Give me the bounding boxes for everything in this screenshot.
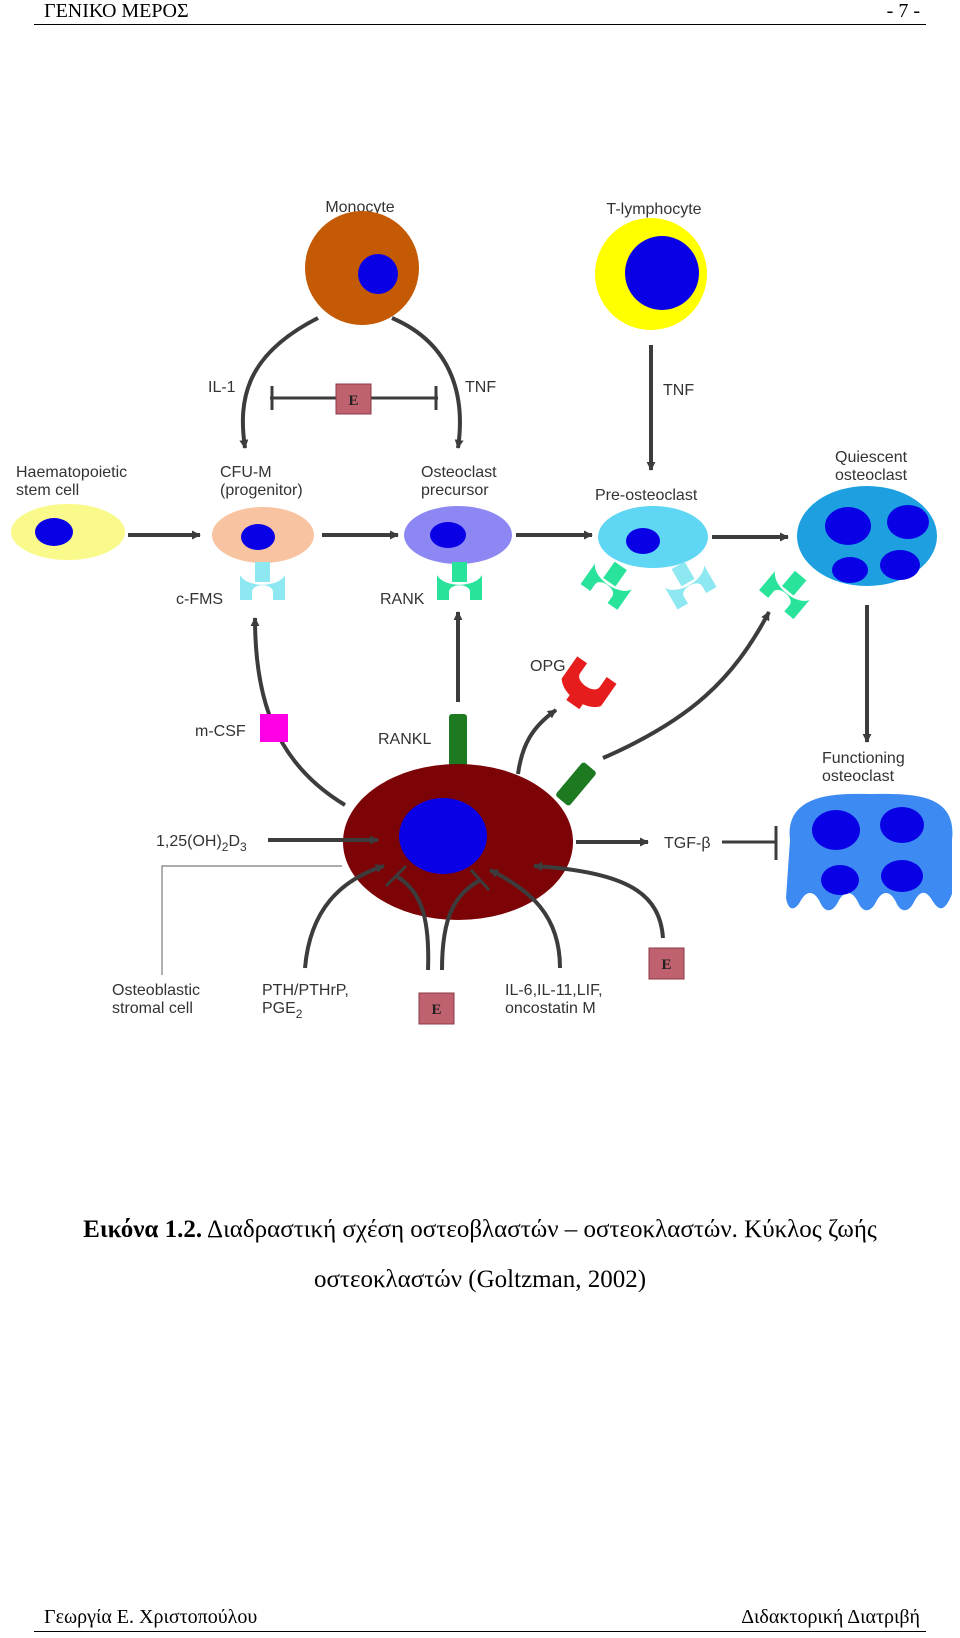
- rankl-ligand-angled: [556, 762, 596, 806]
- arrow-monocyte-to-ocp: [391, 316, 464, 449]
- footer-document-type: Διδακτορική Διατριβή: [741, 1606, 920, 1628]
- arrow-mcsf-to-cfms: [250, 617, 347, 807]
- monocyte-label: Monocyte: [325, 199, 394, 216]
- monocyte-cell: [305, 211, 419, 325]
- functioning-label-1: Functioning: [822, 750, 905, 767]
- arrow-to-opg: [516, 708, 558, 775]
- svg-text:E: E: [661, 957, 671, 973]
- tgfb-inhibition: [722, 826, 778, 860]
- footer-author: Γεωργία Ε. Χριστοπούλου: [44, 1606, 258, 1628]
- opg-decoy-receptor: [561, 656, 617, 710]
- stromal-label-2: stromal cell: [112, 1000, 193, 1017]
- osteoclast-lifecycle-diagram: Monocyte T-lymphocyte IL-1 TNF E TNF Hae…: [11, 199, 953, 1025]
- haematopoietic-stem-cell: [11, 504, 125, 560]
- rankl-ligand: [449, 714, 467, 768]
- haematopoietic-label-1: Haematopoietic: [16, 464, 127, 481]
- arrow-il6b-to-osteoblast: [533, 862, 665, 939]
- cfu-m-label-1: CFU-M: [220, 464, 272, 481]
- cfms-label: c-FMS: [176, 591, 223, 608]
- cfu-m-cell: [212, 507, 314, 563]
- svg-text:E: E: [348, 393, 358, 409]
- pre-osteoclast-label: Pre-osteoclast: [595, 487, 698, 504]
- page-footer: Γεωργία Ε. Χριστοπούλου Διδακτορική Διατ…: [34, 1603, 926, 1632]
- rank-label: RANK: [380, 591, 425, 608]
- quiescent-label-2: osteoclast: [835, 467, 908, 484]
- t-lymphocyte-label: T-lymphocyte: [606, 201, 701, 218]
- page-header: ΓΕΝΙΚΟ ΜΕΡΟΣ - 7 -: [34, 0, 926, 25]
- osteoclast-precursor-label-1: Osteoclast: [421, 464, 497, 481]
- quiescent-label-1: Quiescent: [835, 449, 908, 466]
- svg-text:E: E: [431, 1002, 441, 1018]
- cfms-receptor-preocl: [665, 561, 717, 610]
- stromal-label-1: Osteoblastic: [112, 982, 200, 999]
- arrow-monocyte-to-cfu: [239, 316, 319, 449]
- functioning-label-2: osteoclast: [822, 768, 895, 785]
- t-lymphocyte-cell: [595, 218, 707, 330]
- tgf-beta-label: TGF-β: [664, 835, 711, 852]
- e-box-top: E: [335, 383, 372, 415]
- il6-label-2: oncostatin M: [505, 1000, 596, 1017]
- caption-line-1: Διαδραστική σχέση οστεοβλαστών – οστεοκλ…: [202, 1216, 877, 1243]
- vitamin-d-label: 1,25(OH)2D3: [156, 833, 247, 854]
- arrow-rankl-to-quiescent: [602, 611, 771, 760]
- stromal-bracket-line: [161, 865, 342, 975]
- functioning-osteoclast-cell: [786, 793, 953, 911]
- rank-receptor-quiescent: [759, 570, 810, 620]
- osteoclast-precursor-cell: [404, 506, 512, 564]
- opg-label: OPG: [530, 658, 566, 675]
- il1-label: IL-1: [208, 379, 236, 396]
- pth-label: PTH/PTHrP,: [262, 982, 349, 999]
- e-box-bottom: E: [418, 992, 455, 1025]
- tnf-label-tlymph: TNF: [663, 382, 694, 399]
- mcsf-marker: [260, 714, 288, 742]
- tnf-label-monocyte: TNF: [465, 379, 496, 396]
- caption-line-2: οστεοκλαστών (Goltzman, 2002): [313, 1266, 647, 1293]
- caption-prefix: Εικόνα 1.2.: [83, 1216, 203, 1243]
- il6-label-1: IL-6,IL-11,LIF,: [505, 982, 603, 999]
- rank-receptor-ocp: [437, 562, 482, 600]
- rank-receptor-preocl: [580, 561, 632, 610]
- e-box-right: E: [648, 947, 685, 980]
- osteoclast-precursor-label-2: precursor: [421, 482, 489, 499]
- pge2-label: PGE2: [262, 1000, 303, 1021]
- header-page-number: - 7 -: [886, 0, 920, 22]
- rankl-label: RANKL: [378, 731, 431, 748]
- pre-osteoclast-cell: [598, 506, 708, 568]
- quiescent-osteoclast-cell: [797, 486, 937, 586]
- haematopoietic-label-2: stem cell: [16, 482, 79, 499]
- arrow-pth-to-osteoblast: [303, 864, 385, 969]
- cfms-receptor: [240, 562, 285, 600]
- figure-caption: Εικόνα 1.2. Διαδραστική σχέση οστεοβλαστ…: [40, 1205, 920, 1305]
- header-section-title: ΓΕΝΙΚΟ ΜΕΡΟΣ: [44, 0, 189, 22]
- mcsf-label: m-CSF: [195, 723, 246, 740]
- arrow-il6-to-osteoblast: [489, 868, 562, 969]
- cfu-m-label-2: (progenitor): [220, 482, 303, 499]
- inhibition-curves-bottom: [384, 864, 491, 971]
